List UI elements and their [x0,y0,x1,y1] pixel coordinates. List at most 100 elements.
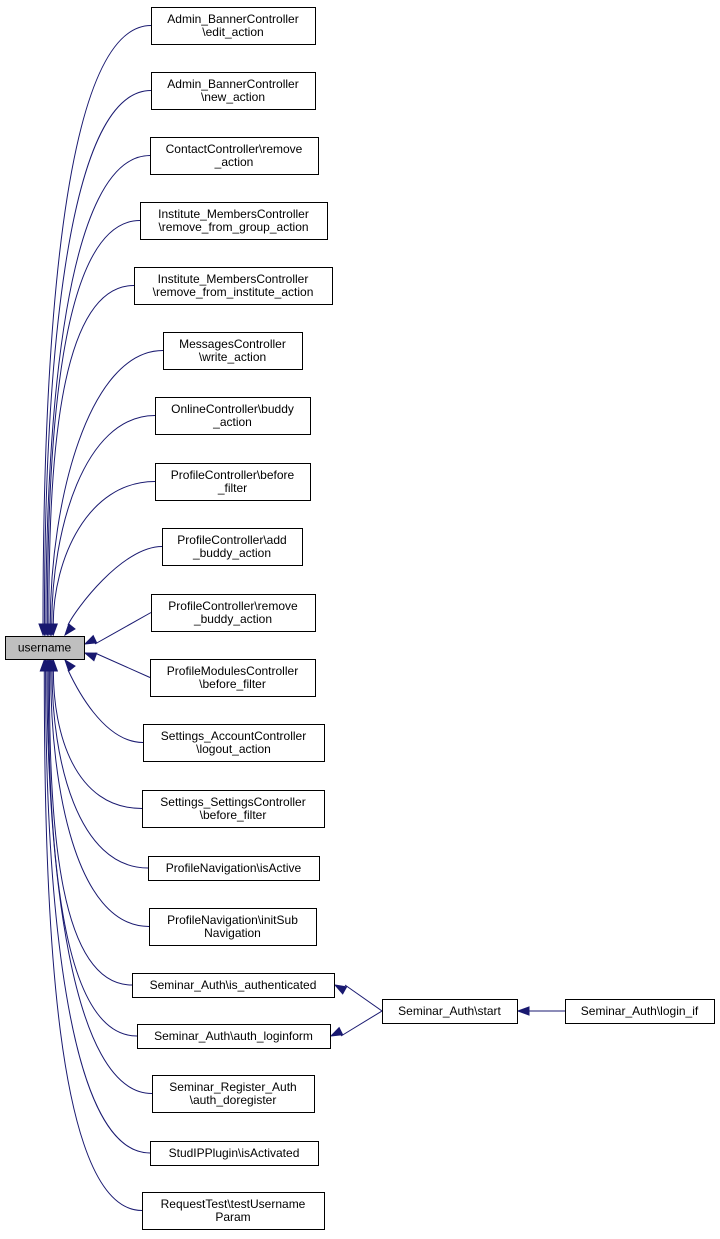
node-label: username [18,641,72,655]
edge-line [49,350,164,625]
node-contact-remove[interactable]: ContactController\remove_action [150,137,319,175]
node-label: Navigation [204,926,261,940]
node-label: \before_filter [199,677,266,691]
edge-arrowhead [83,652,98,662]
edge-messages-write-to-username [45,350,164,637]
edge-arrowhead [333,984,348,995]
node-profile-before[interactable]: ProfileController\before_filter [155,463,311,501]
node-profile-remove-buddy[interactable]: ProfileController\remove_buddy_action [151,594,316,632]
node-username[interactable]: username [5,636,85,660]
edge-profile-before-to-username [48,481,156,637]
edge-line [340,1010,383,1037]
node-settings-settings-before[interactable]: Settings_SettingsController\before_filte… [142,790,325,828]
node-box [155,463,311,501]
node-label: _action [214,155,254,169]
node-settings-account-logout[interactable]: Settings_AccountController\logout_action [143,724,325,762]
node-label: Institute_MembersController [158,272,309,286]
edge-line [45,155,151,625]
node-label: Seminar_Auth\start [398,1004,501,1018]
node-profile-add-buddy[interactable]: ProfileController\add_buddy_action [162,528,303,566]
node-box [163,332,303,370]
node-label: _buddy_action [193,612,272,626]
edge-line [51,415,156,625]
node-inst-remove-inst[interactable]: Institute_MembersController\remove_from_… [134,267,333,305]
node-box [134,267,333,305]
node-label: Seminar_Auth\auth_loginform [154,1029,313,1043]
edge-line [46,220,141,625]
node-label: Admin_BannerController [167,12,298,26]
node-label: OnlineController\buddy [171,402,294,416]
node-profilemodules-before[interactable]: ProfileModulesController\before_filter [150,659,316,697]
node-box [142,790,325,828]
edge-auth-start-to-auth-is-authenticated [333,984,383,1012]
node-banner-edit[interactable]: Admin_BannerController\edit_action [151,7,316,45]
node-box [150,1141,319,1166]
edges-layer [38,25,565,1211]
node-label: \remove_from_group_action [158,220,308,234]
node-box [150,659,316,697]
node-box [149,908,317,946]
edge-line [50,670,150,927]
edge-online-buddy-to-username [47,415,156,637]
edge-arrowhead [83,634,98,645]
edge-settings-account-logout-to-username [64,658,144,743]
edge-requesttest-username-to-username [39,658,143,1211]
node-label: Seminar_Auth\login_if [581,1004,699,1018]
edge-settings-settings-before-to-username [48,658,143,809]
node-box [5,636,85,660]
node-box [137,1024,331,1049]
edge-line [52,481,156,625]
edge-line [43,90,152,625]
edge-line [51,670,149,869]
node-label: _filter [217,481,247,495]
node-banner-new[interactable]: Admin_BannerController\new_action [151,72,316,110]
node-plugin-isactivated[interactable]: StudIPPlugin\isActivated [150,1141,319,1166]
edge-line [67,546,163,626]
node-auth-start[interactable]: Seminar_Auth\start [382,999,518,1024]
node-label: ProfileNavigation\isActive [166,861,302,875]
edge-line [47,670,138,1037]
node-label: _action [212,415,252,429]
edge-banner-new-to-username [39,90,152,637]
node-box [152,1075,315,1113]
edge-line [48,670,133,986]
edge-plugin-isactivated-to-username [40,658,151,1154]
node-online-buddy[interactable]: OnlineController\buddy_action [155,397,311,435]
node-box [150,137,319,175]
nodes-layer: username Admin_BannerController\edit_acti… [5,7,715,1230]
edge-line [94,652,151,678]
node-label: \remove_from_institute_action [153,285,314,299]
edge-profile-remove-buddy-to-username [83,612,152,645]
node-label: Admin_BannerController [167,77,298,91]
node-label: ProfileController\add [177,533,286,547]
edge-profile-add-buddy-to-username [64,546,163,637]
edge-line [43,670,143,1211]
node-box [162,528,303,566]
node-label: _buddy_action [192,546,271,560]
node-box [132,973,335,998]
node-label: \auth_doregister [190,1093,277,1107]
node-profilenav-isactive[interactable]: ProfileNavigation\isActive [148,856,320,881]
node-label: \logout_action [196,742,271,756]
node-auth-loginform[interactable]: Seminar_Auth\auth_loginform [137,1024,331,1049]
node-box [148,856,320,881]
edge-profilenav-isactive-to-username [47,658,149,869]
node-label: ContactController\remove [166,142,303,156]
node-label: \before_filter [200,808,267,822]
node-messages-write[interactable]: MessagesController\write_action [163,332,303,370]
node-label: StudIPPlugin\isActivated [169,1146,300,1160]
node-label: RequestTest\testUsername [161,1197,306,1211]
node-box [140,202,328,240]
node-inst-remove-group[interactable]: Institute_MembersController\remove_from_… [140,202,328,240]
node-auth-is-authenticated[interactable]: Seminar_Auth\is_authenticated [132,973,335,998]
edge-arrowhead [48,623,58,637]
node-label: Seminar_Register_Auth [169,1080,296,1094]
node-auth-login-if[interactable]: Seminar_Auth\login_if [565,999,715,1024]
node-box [151,594,316,632]
edge-profilenav-initsub-to-username [45,658,150,927]
node-register-doregister[interactable]: Seminar_Register_Auth\auth_doregister [152,1075,315,1113]
edge-line [52,670,143,809]
